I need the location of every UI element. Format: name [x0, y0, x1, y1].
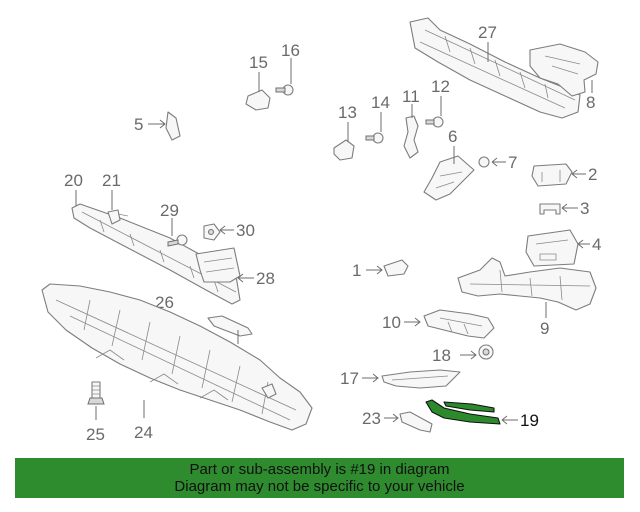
part-20-bumper-bar	[71, 203, 241, 305]
part-6-bracket	[423, 155, 475, 201]
part-7-screw	[478, 156, 490, 168]
part-25-bolt	[87, 381, 105, 405]
part-24-splash-shield	[41, 283, 313, 431]
leader-1	[366, 265, 383, 275]
part-11-strip	[403, 115, 419, 159]
leader-23	[384, 413, 399, 423]
callout-24: 24	[134, 423, 153, 442]
info-banner: Part or sub-assembly is #19 in diagram D…	[15, 458, 624, 498]
leader-10	[404, 317, 421, 327]
callout-25: 25	[86, 425, 105, 444]
leader-17	[362, 373, 379, 383]
callout-11: 11	[402, 87, 420, 106]
part-30-nut	[203, 223, 221, 241]
callout-3: 3	[580, 199, 589, 218]
part-28-plate	[195, 247, 241, 283]
callout-12: 12	[431, 77, 450, 96]
part-5-bracket	[165, 111, 181, 141]
callout-28: 28	[256, 269, 275, 288]
banner-line-1: Part or sub-assembly is #19 in diagram	[189, 461, 450, 478]
leader-7	[491, 157, 506, 167]
part-14-screw	[365, 132, 384, 144]
part-22-bracket	[207, 315, 253, 337]
callout-19: 19	[520, 411, 539, 430]
part-21-clip	[107, 209, 129, 225]
part-16-screw	[275, 84, 294, 96]
callout-30: 30	[236, 221, 255, 240]
callout-13: 13	[338, 103, 357, 122]
callout-1: 1	[352, 261, 361, 280]
callout-20: 20	[64, 171, 83, 190]
part-27-reinforcement	[409, 17, 581, 119]
part-18-grommet	[478, 344, 494, 360]
callout-15: 15	[249, 53, 268, 72]
leader-5	[148, 119, 166, 129]
leader-3	[561, 203, 578, 213]
callout-4: 4	[592, 235, 601, 254]
callout-17: 17	[340, 369, 359, 388]
callout-6: 6	[448, 127, 457, 146]
callout-27: 27	[478, 23, 497, 42]
leader-2	[571, 169, 586, 179]
callout-5: 5	[134, 115, 143, 134]
part-23-bracket	[399, 411, 433, 433]
callout-8: 8	[586, 93, 595, 112]
part-3-clip	[539, 203, 561, 215]
callout-16: 16	[281, 41, 300, 60]
part-19-trim-highlighted	[425, 399, 501, 425]
callout-10: 10	[382, 313, 401, 332]
callout-9: 9	[540, 319, 549, 338]
leader-28	[237, 273, 254, 283]
part-17-trim	[381, 369, 461, 389]
part-4-cover	[525, 229, 579, 267]
part-13-bracket	[333, 139, 355, 161]
callout-18: 18	[432, 346, 451, 365]
banner-line-2: Diagram may not be specific to your vehi…	[174, 478, 465, 495]
callout-26: 26	[155, 293, 174, 312]
part-15-clip	[245, 89, 271, 111]
callout-7: 7	[508, 153, 517, 172]
callout-21: 21	[102, 171, 121, 190]
part-29-screw	[167, 234, 188, 247]
part-8-bracket	[529, 43, 599, 97]
callout-23: 23	[362, 409, 381, 428]
callout-2: 2	[588, 165, 597, 184]
callout-14: 14	[371, 93, 390, 112]
leader-4	[577, 239, 590, 249]
part-10-bracket	[423, 309, 495, 339]
leader-30	[219, 225, 234, 235]
part-12-screw	[425, 116, 444, 128]
part-1-cap	[383, 259, 409, 277]
leader-19	[501, 415, 518, 425]
part-2-bracket	[531, 163, 573, 187]
leader-18	[460, 350, 477, 360]
callout-29: 29	[160, 201, 179, 220]
parts-diagram: 27 8 15 16 5 13 14 11 12	[41, 17, 601, 444]
part-9-side-bracket	[457, 257, 597, 311]
